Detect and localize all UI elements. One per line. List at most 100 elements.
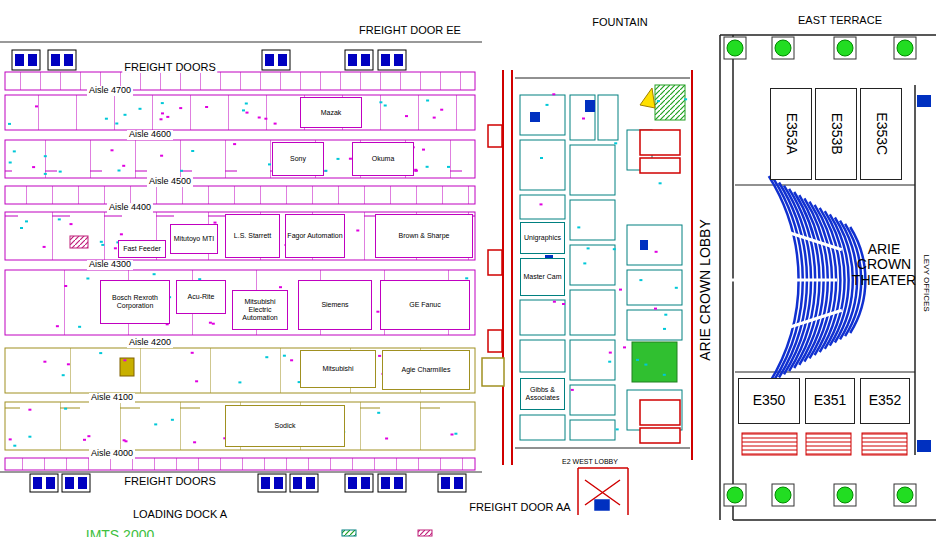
utility-marker <box>377 412 380 414</box>
utility-marker <box>233 143 236 145</box>
utility-marker <box>290 359 293 361</box>
booth-rows <box>5 270 475 335</box>
utility-marker <box>540 157 543 159</box>
freight-door-icon <box>394 477 403 489</box>
utility-marker <box>28 409 31 411</box>
freight-door-icon <box>348 477 357 489</box>
room-number: E352 <box>869 393 902 408</box>
area-label: ARIE CROWN THEATER <box>845 242 923 288</box>
room-number: E353B <box>828 113 843 155</box>
exhibit-booth: Mazak <box>300 97 362 128</box>
freight-door-icon <box>348 54 357 66</box>
utility-marker <box>659 182 662 184</box>
west-lobby-stairs <box>578 468 628 515</box>
meeting-room: E353A <box>770 88 812 180</box>
utility-marker <box>8 123 11 125</box>
utility-marker <box>78 326 81 328</box>
utility-marker <box>44 155 47 157</box>
freight-door-icon <box>381 477 390 489</box>
utility-marker <box>114 247 117 249</box>
freight-door-icon <box>12 50 40 70</box>
utility-marker <box>379 101 382 103</box>
utility-marker <box>242 109 245 111</box>
theater-seating <box>732 279 837 282</box>
terrace-column <box>775 40 791 56</box>
exhibit-booth: Sodick <box>225 405 345 447</box>
utility-marker <box>193 441 196 443</box>
middle-booths <box>570 245 615 285</box>
middle-booths <box>570 95 595 140</box>
exhibitor-name: Bosch Rexroth Corporation <box>102 294 168 309</box>
middle-booths <box>655 85 685 120</box>
hall-walls <box>503 70 512 465</box>
utility-marker <box>179 107 182 109</box>
room-number: E353A <box>783 113 798 155</box>
west-lobby-stairs <box>578 468 628 515</box>
utility-marker <box>451 434 454 436</box>
utility-marker <box>67 363 70 365</box>
utility-marker <box>465 277 468 279</box>
exhibit-booth: Mitsubishi <box>300 350 376 388</box>
aisle-label: Aisle 4600 <box>127 130 173 140</box>
meeting-room: E350 <box>738 378 800 424</box>
theater-seating <box>732 176 865 384</box>
exhibitor-name: Fast Feeder <box>123 245 161 253</box>
utility-marker <box>180 170 183 172</box>
freight-door-icon <box>274 477 283 489</box>
freight-door-icon <box>345 50 373 70</box>
booth-rows <box>5 95 475 130</box>
utility-marker <box>553 301 556 303</box>
exhibitor-name: Master Cam <box>523 273 561 281</box>
middle-booths <box>520 300 565 335</box>
utility-marker <box>13 445 16 447</box>
freight-door-icon <box>65 477 74 489</box>
utility-marker <box>246 112 249 114</box>
freight-door-icon <box>378 474 406 492</box>
utility-marker <box>405 115 408 117</box>
exhibit-booth: Fagor Automation <box>285 214 345 258</box>
middle-booths <box>570 145 615 195</box>
exhibitor-name: Mitsubishi Electric Automation <box>234 298 286 321</box>
utility-marker <box>123 359 126 361</box>
utility-marker <box>87 435 90 437</box>
exhibit-booth: Brown & Sharpe <box>375 214 473 258</box>
hall-walls <box>515 78 690 448</box>
utility-marker <box>447 166 450 168</box>
middle-booths <box>627 310 682 340</box>
meeting-room: E352 <box>860 378 910 424</box>
aisle-label: Aisle 4100 <box>89 393 135 403</box>
utility-marker <box>161 102 164 104</box>
utility-marker <box>663 374 666 376</box>
middle-booths <box>570 420 615 440</box>
middle-booths <box>520 140 565 190</box>
terrace-column <box>772 37 794 59</box>
exhibitor-name: Siemens <box>321 301 348 309</box>
utility-marker <box>25 220 28 222</box>
utility-marker <box>664 314 667 316</box>
middle-booths <box>570 385 615 415</box>
area-label: FREIGHT DOORS <box>122 61 217 73</box>
aisle-label: Aisle 4300 <box>87 260 133 270</box>
service-rooms <box>488 125 502 147</box>
utility-marker <box>268 163 271 165</box>
utility-marker <box>191 352 194 354</box>
freight-door-icon <box>64 54 73 66</box>
utility-marker <box>35 105 38 107</box>
utility-marker <box>654 308 657 310</box>
utility-marker <box>153 273 156 275</box>
theater-seating <box>742 217 842 249</box>
booth-rows <box>5 72 475 470</box>
utility-marker <box>64 408 67 410</box>
booth-rows <box>5 348 475 393</box>
exhibitor-name: Sony <box>290 155 306 163</box>
aisle-label: Aisle 4500 <box>147 177 193 187</box>
freight-door-icon <box>290 474 318 492</box>
freight-door-icon <box>62 474 90 492</box>
middle-booths <box>570 290 615 335</box>
utility-marker <box>583 262 586 264</box>
utility-marker <box>619 289 622 291</box>
west-lobby-stairs <box>595 500 609 510</box>
utility-marker <box>154 423 157 425</box>
aisle-label: Aisle 4200 <box>127 338 173 348</box>
